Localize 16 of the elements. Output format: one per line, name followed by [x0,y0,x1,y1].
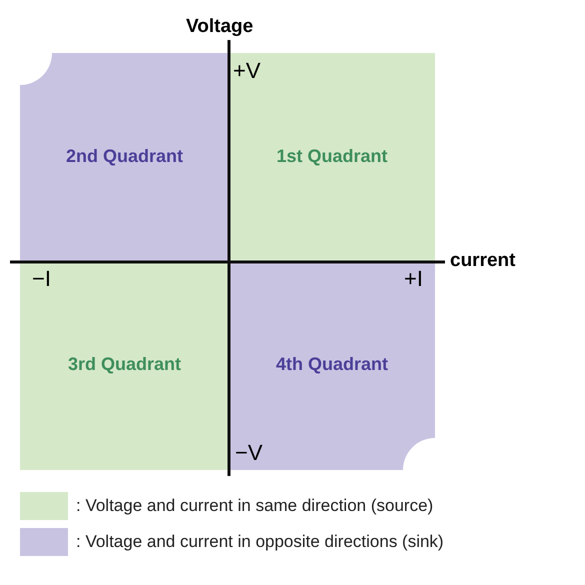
axis-tick-label: −V [235,440,263,466]
quadrant-label: 1st Quadrant [275,146,389,166]
axis-tick-label: +V [233,58,261,84]
legend-text: : Voltage and current in same direction (source) [76,496,434,516]
axis-title: Voltage [186,16,254,38]
axis-tick-label: −I [32,266,51,292]
quadrant-region [20,262,229,470]
quadrant-label: 2nd Quadrant [64,146,184,166]
axis-title: current [450,250,516,272]
quadrant-region [229,262,435,470]
quadrant-region [20,53,229,262]
legend-text: : Voltage and current in opposite directions (sink) [76,532,444,552]
quadrant-label: 4th Quadrant [274,354,389,375]
quadrant-region [229,53,435,262]
axis-tick-label: +I [404,266,423,292]
quadrant-label: 3rd Quadrant [66,354,182,375]
